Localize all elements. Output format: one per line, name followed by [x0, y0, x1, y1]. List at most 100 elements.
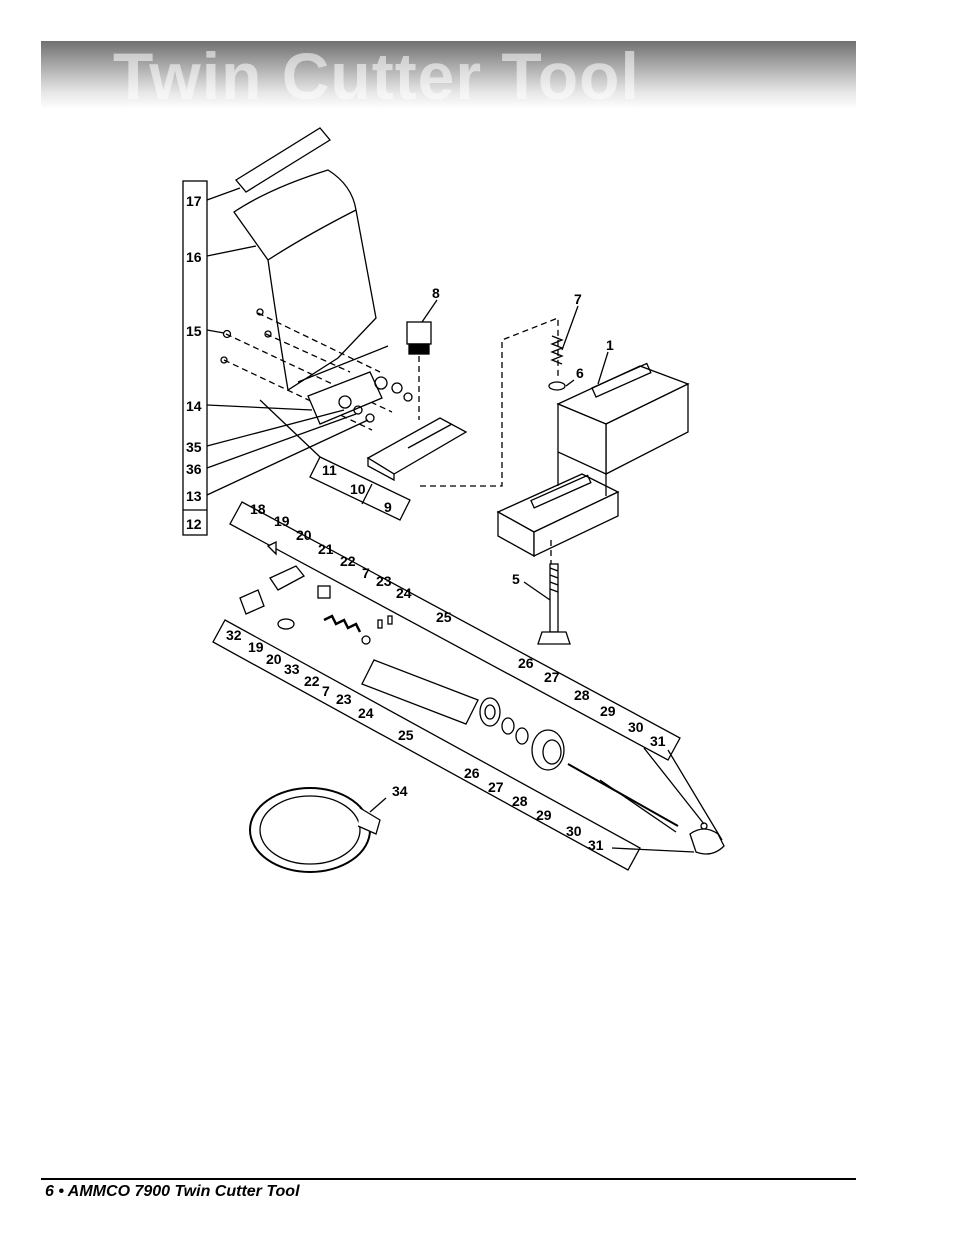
- kit-lower-item: 22: [304, 673, 320, 689]
- nut-icon: [403, 392, 413, 402]
- leader-line: [206, 409, 345, 447]
- knurled-nut: [531, 729, 565, 771]
- kit-upper-item: 26: [518, 655, 534, 671]
- leader-line: [206, 187, 241, 201]
- callout-10: 10: [350, 481, 366, 497]
- cutter-tube: [361, 659, 479, 725]
- leader-line: [369, 797, 387, 813]
- leader-line: [206, 245, 257, 257]
- callout-5: 5: [512, 571, 520, 587]
- leader-line: [597, 351, 609, 385]
- kit-list-lower: [212, 619, 641, 871]
- cutter-groove: [407, 423, 453, 449]
- kit-lower-item: 7: [322, 683, 330, 699]
- kit-lower-item: 27: [488, 779, 504, 795]
- kit-upper-item: 27: [544, 669, 560, 685]
- leader-line: [611, 847, 695, 853]
- callout-14: 14: [186, 398, 202, 414]
- base-slot: [530, 474, 592, 509]
- bracket-rod: [297, 345, 389, 383]
- subassembly-label-box: [309, 456, 411, 521]
- alignment-line: [265, 333, 351, 373]
- spring-icon: [550, 335, 564, 365]
- kit-lower-item: 30: [566, 823, 582, 839]
- callout-15: 15: [186, 323, 202, 339]
- callout-12: 12: [186, 516, 202, 532]
- leader-line: [259, 399, 321, 458]
- base-foot-front: [533, 490, 619, 558]
- cutter-insert: [317, 585, 331, 599]
- callout-17: 17: [186, 193, 202, 209]
- kit-lower-item: 24: [358, 705, 374, 721]
- kit-lower-item: 31: [588, 837, 604, 853]
- page-footer: 6 • AMMCO 7900 Twin Cutter Tool: [45, 1183, 300, 1200]
- spacer-icon: [374, 376, 388, 390]
- footer-rule: [41, 1178, 856, 1180]
- callout-6: 6: [576, 365, 584, 381]
- washer-icon: [361, 635, 371, 645]
- label-plate: [235, 127, 331, 193]
- t-bolt-head: [537, 631, 571, 645]
- spring-icon: [323, 614, 362, 633]
- kit-lower-item: 26: [464, 765, 480, 781]
- screw-icon: [256, 308, 264, 316]
- cutter-holder: [366, 417, 468, 475]
- callout-34: 34: [392, 783, 408, 799]
- alignment-line: [420, 317, 559, 487]
- leader-line: [523, 581, 551, 601]
- callout-11: 11: [322, 462, 337, 478]
- washer-icon: [548, 381, 566, 391]
- callout-8: 8: [432, 285, 440, 301]
- leader-line: [206, 329, 225, 334]
- kit-list-upper: [229, 501, 681, 761]
- t-bolt-thread: [549, 567, 559, 593]
- retaining-ring-icon: [501, 717, 515, 735]
- kit-upper-item: 21: [318, 541, 334, 557]
- page-title: Twin Cutter Tool: [113, 41, 640, 109]
- alignment-line: [223, 359, 373, 431]
- kit-upper-item: 30: [628, 719, 644, 735]
- kit-upper-item: 23: [376, 573, 392, 589]
- cutter-tip: [266, 540, 277, 556]
- callout-16: 16: [186, 249, 202, 265]
- callout-13: 13: [186, 488, 202, 504]
- nut-icon: [365, 413, 375, 423]
- bracket: [307, 371, 383, 425]
- kit-upper-item: 18: [250, 501, 266, 517]
- kit-lower-item: 32: [226, 627, 242, 643]
- shield-fold: [267, 209, 357, 261]
- washer-icon: [353, 405, 363, 415]
- cutter-bit: [269, 565, 305, 591]
- band-clamp-tab: [357, 807, 381, 835]
- set-screw-icon: [377, 619, 383, 629]
- kit-lower-item: 33: [284, 661, 300, 677]
- leader-line: [421, 299, 438, 323]
- screw-icon: [264, 330, 272, 338]
- kit-lower-item: 19: [248, 639, 264, 655]
- band-clamp: [249, 787, 371, 873]
- leader-line: [667, 749, 723, 841]
- kit-upper-item: 28: [574, 687, 590, 703]
- leader-line: [206, 419, 369, 496]
- base-slot: [591, 362, 652, 398]
- leader-line: [643, 747, 705, 825]
- shield: [233, 169, 377, 392]
- cutter-bit-lower: [239, 589, 265, 615]
- kit-lower-item: 20: [266, 651, 282, 667]
- kit-upper-item: 31: [650, 733, 666, 749]
- callout-35: 35: [186, 439, 202, 455]
- t-bolt: [549, 563, 559, 633]
- leader-line: [599, 779, 677, 833]
- callout-7: 7: [574, 291, 582, 307]
- kit-upper-item: 24: [396, 585, 412, 601]
- kit-lower-item: 28: [512, 793, 528, 809]
- tube-bore: [484, 704, 496, 720]
- handle-knob: [689, 828, 725, 855]
- callout-1: 1: [606, 337, 614, 353]
- kit-upper-item: 29: [600, 703, 616, 719]
- kit-lower-item: 25: [398, 727, 414, 743]
- tube-end: [479, 697, 501, 727]
- kit-upper-item: 20: [296, 527, 312, 543]
- screw-icon: [220, 356, 228, 364]
